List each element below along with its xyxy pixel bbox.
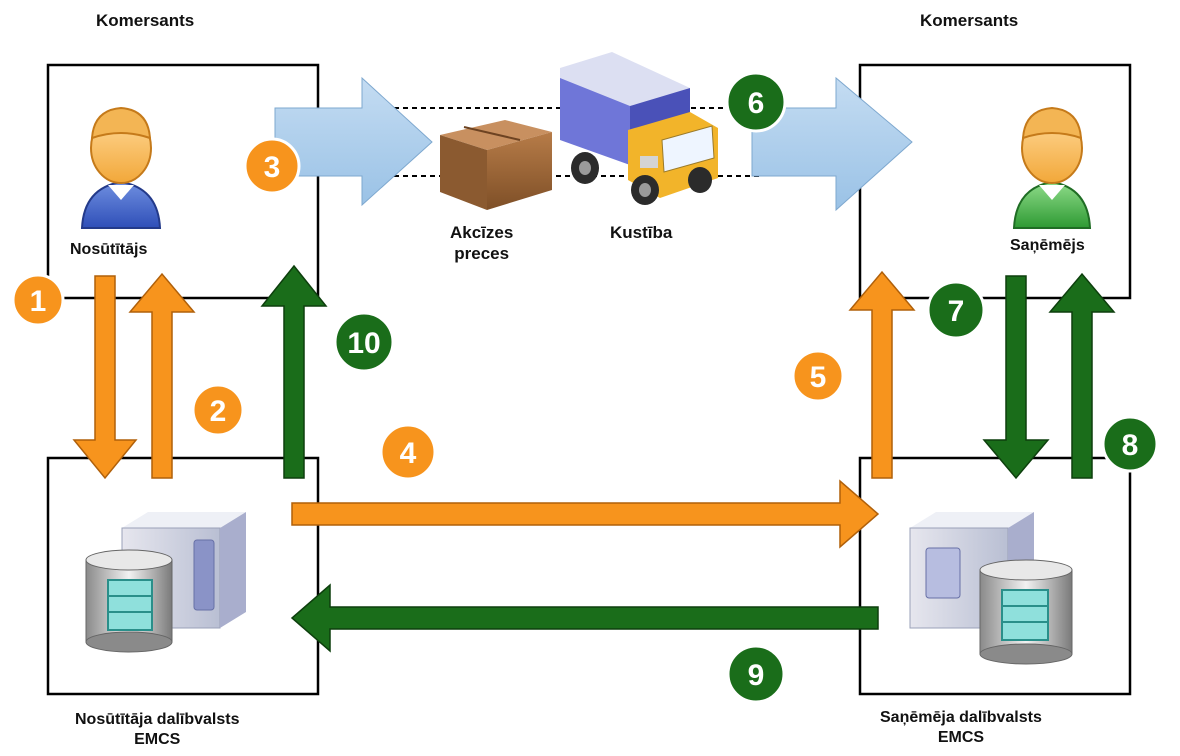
arrow-step-9-left <box>290 583 879 653</box>
step-badge-3: 3 <box>243 137 301 195</box>
arrow-step-2-up <box>128 272 196 479</box>
step-badge-7: 7 <box>926 280 986 340</box>
receiver-state-line2: EMCS <box>937 729 985 746</box>
cardboard-box-icon <box>440 120 552 210</box>
step-number: 4 <box>400 437 417 470</box>
receiver-state-label: Saņēmēja dalībvalsts EMCS <box>880 708 1042 748</box>
step-number: 2 <box>210 395 227 428</box>
goods-label-line2: preces <box>454 244 510 264</box>
step-number: 8 <box>1122 429 1139 462</box>
person-icon <box>1012 106 1092 229</box>
person-icon <box>80 106 162 229</box>
arrow-step-1-down <box>72 275 138 480</box>
arrow-step-5-up <box>848 270 916 479</box>
arrow-step-8-up <box>1048 272 1116 479</box>
step-number: 5 <box>810 361 827 394</box>
sender-state-label: Nosūtītāja dalībvalsts EMCS <box>75 710 240 750</box>
server-database-icon <box>85 512 246 653</box>
movement-label: Kustība <box>610 223 673 242</box>
sender-label: Nosūtītājs <box>70 241 148 258</box>
truck-icon <box>560 52 718 205</box>
arrow-step-7-down <box>982 275 1050 480</box>
step-number: 1 <box>30 285 47 318</box>
step-badge-9: 9 <box>726 644 786 704</box>
receiver-company-label: Komersants <box>920 11 1019 30</box>
step-number: 9 <box>748 659 765 692</box>
step-badge-5: 5 <box>791 349 845 403</box>
step-badge-10: 10 <box>333 311 395 373</box>
arrow-step-10-up <box>260 264 328 479</box>
goods-label: Akcīzes preces <box>450 222 513 265</box>
step-badge-6: 6 <box>725 71 787 133</box>
step-number: 6 <box>748 87 765 120</box>
sender-company-label: Komersants <box>96 11 195 30</box>
server-database-icon <box>909 512 1073 665</box>
goods-label-line1: Akcīzes <box>450 223 514 242</box>
step-number: 10 <box>347 327 380 360</box>
goods-flow-arrow-left <box>274 76 433 207</box>
step-badge-8: 8 <box>1101 415 1159 473</box>
step-number: 7 <box>948 295 965 328</box>
arrow-step-4-right <box>291 479 880 549</box>
sender-emcs-box <box>46 456 320 696</box>
receiver-company-box <box>858 63 1132 300</box>
receiver-label: Saņēmējs <box>1010 237 1085 254</box>
step-badge-1: 1 <box>11 273 65 327</box>
step-badge-4: 4 <box>379 423 437 481</box>
goods-flow-arrow-right <box>751 76 913 212</box>
receiver-emcs-box <box>858 456 1132 696</box>
step-badge-2: 2 <box>191 383 245 437</box>
sender-state-line1: Nosūtītāja dalībvalsts <box>75 711 240 728</box>
receiver-state-line1: Saņēmēja dalībvalsts <box>880 709 1042 726</box>
step-number: 3 <box>264 151 281 184</box>
sender-state-line2: EMCS <box>134 731 181 748</box>
